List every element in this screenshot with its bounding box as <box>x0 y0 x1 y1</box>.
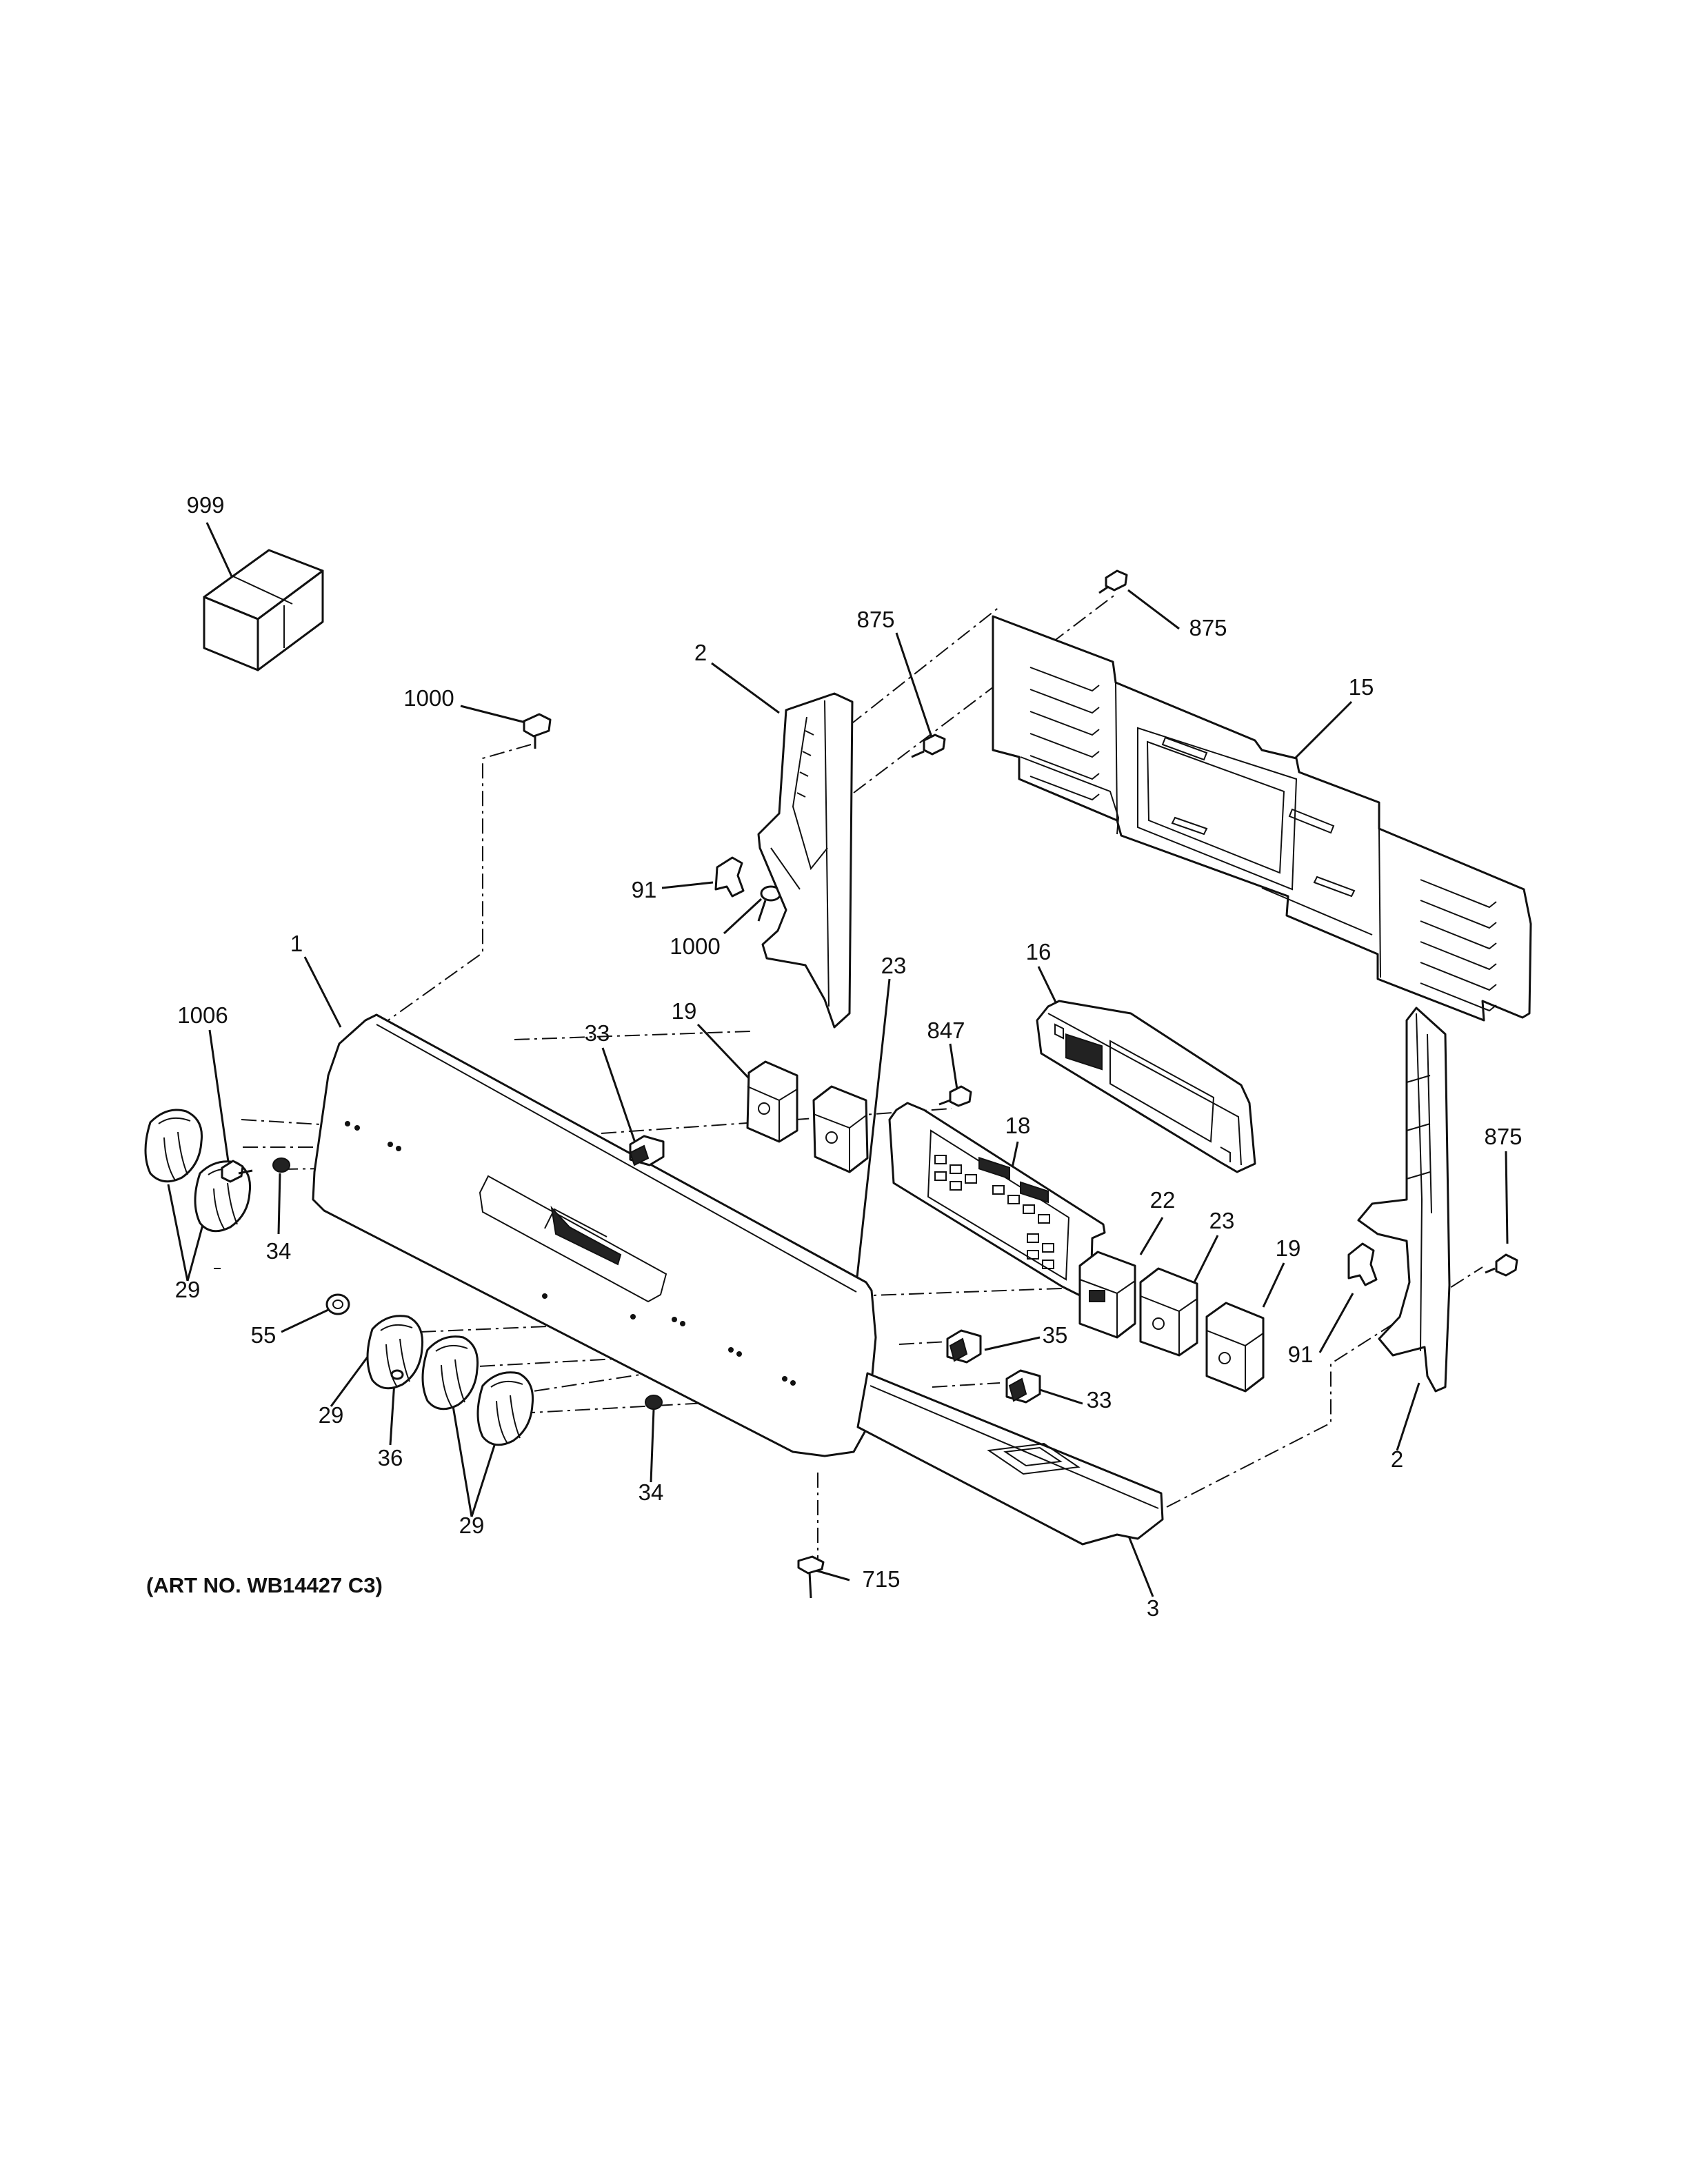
callout-29-mid: 29 <box>319 1402 344 1428</box>
control-board-16 <box>1036 1000 1256 1173</box>
callout-36: 36 <box>378 1445 403 1470</box>
spring-clip-34-left <box>272 1157 290 1173</box>
clip-35 <box>946 1329 982 1364</box>
end-bracket-right-2 <box>1357 1007 1451 1393</box>
leader-lines <box>167 522 1509 1597</box>
clip-91-right <box>1347 1242 1378 1286</box>
backsplash-console-1 <box>312 1013 877 1457</box>
callout-labels: 999 1000 2 875 875 15 91 1000 23 16 1 10… <box>175 492 1523 1621</box>
callout-22: 22 <box>1150 1187 1176 1213</box>
switch-22 <box>1078 1251 1136 1339</box>
callout-1000-lower: 1000 <box>670 933 720 959</box>
callout-29-left: 29 <box>175 1277 201 1302</box>
washer-55 <box>325 1293 350 1315</box>
screw-875-right <box>1485 1253 1518 1277</box>
knob-29-upper-left <box>144 1109 203 1183</box>
callout-1: 1 <box>290 931 303 956</box>
callout-847: 847 <box>927 1018 965 1043</box>
callout-91-left: 91 <box>632 877 657 902</box>
callout-29-bottom: 29 <box>459 1513 485 1538</box>
callout-715: 715 <box>862 1566 900 1592</box>
callout-3: 3 <box>1147 1595 1159 1621</box>
screw-1006 <box>221 1160 253 1183</box>
switch-23-top <box>812 1085 869 1173</box>
callout-2-right: 2 <box>1391 1446 1403 1472</box>
callout-33-lower: 33 <box>1087 1387 1112 1413</box>
clip-91-left <box>714 856 745 898</box>
screw-847 <box>938 1085 972 1107</box>
switch-19-top <box>746 1060 798 1143</box>
switch-19-right <box>1205 1302 1265 1393</box>
callout-875-mid: 875 <box>856 607 894 632</box>
pin-36 <box>390 1369 404 1380</box>
mounting-holes <box>345 1121 796 1386</box>
knob-29-lower-2 <box>421 1335 479 1410</box>
callout-875-top: 875 <box>1189 615 1227 640</box>
screw-875-mid <box>911 734 946 758</box>
callout-91-right: 91 <box>1288 1342 1314 1367</box>
knob-29-lower-3 <box>476 1371 534 1446</box>
callout-23-top: 23 <box>881 953 907 978</box>
screw-715 <box>797 1555 825 1599</box>
callout-19-right: 19 <box>1276 1235 1301 1261</box>
switch-23-mid <box>1139 1267 1198 1357</box>
callout-55: 55 <box>251 1322 277 1348</box>
clip-33-lower <box>1005 1369 1041 1404</box>
spring-clip-34-lower <box>645 1395 663 1410</box>
callout-2-left: 2 <box>694 640 707 665</box>
callout-1006: 1006 <box>177 1002 228 1028</box>
knob-29-lower-1 <box>366 1315 424 1390</box>
clip-33-top <box>629 1135 665 1166</box>
trim-strip-3 <box>856 1372 1164 1546</box>
callout-35: 35 <box>1043 1322 1068 1348</box>
callout-34-lower: 34 <box>639 1479 664 1505</box>
callout-19-top: 19 <box>672 998 697 1024</box>
callout-34-left: 34 <box>266 1238 292 1264</box>
callout-23-mid: 23 <box>1209 1208 1235 1233</box>
callout-1000-top: 1000 <box>403 685 454 711</box>
screw-1000-top <box>523 713 552 749</box>
callout-875-right: 875 <box>1484 1124 1522 1149</box>
callout-999: 999 <box>186 492 224 518</box>
kit-box-999 <box>203 549 324 671</box>
art-number-caption: (ART NO. WB14427 C3) <box>146 1573 383 1597</box>
rear-panel-15 <box>992 615 1532 1022</box>
callout-15: 15 <box>1349 674 1374 700</box>
keypad-board-18 <box>888 1102 1106 1297</box>
screw-875-top <box>1098 569 1128 594</box>
end-bracket-left-2 <box>757 692 854 1029</box>
callout-16: 16 <box>1026 939 1052 964</box>
callout-18: 18 <box>1005 1113 1031 1138</box>
callout-33-top: 33 <box>585 1020 610 1046</box>
